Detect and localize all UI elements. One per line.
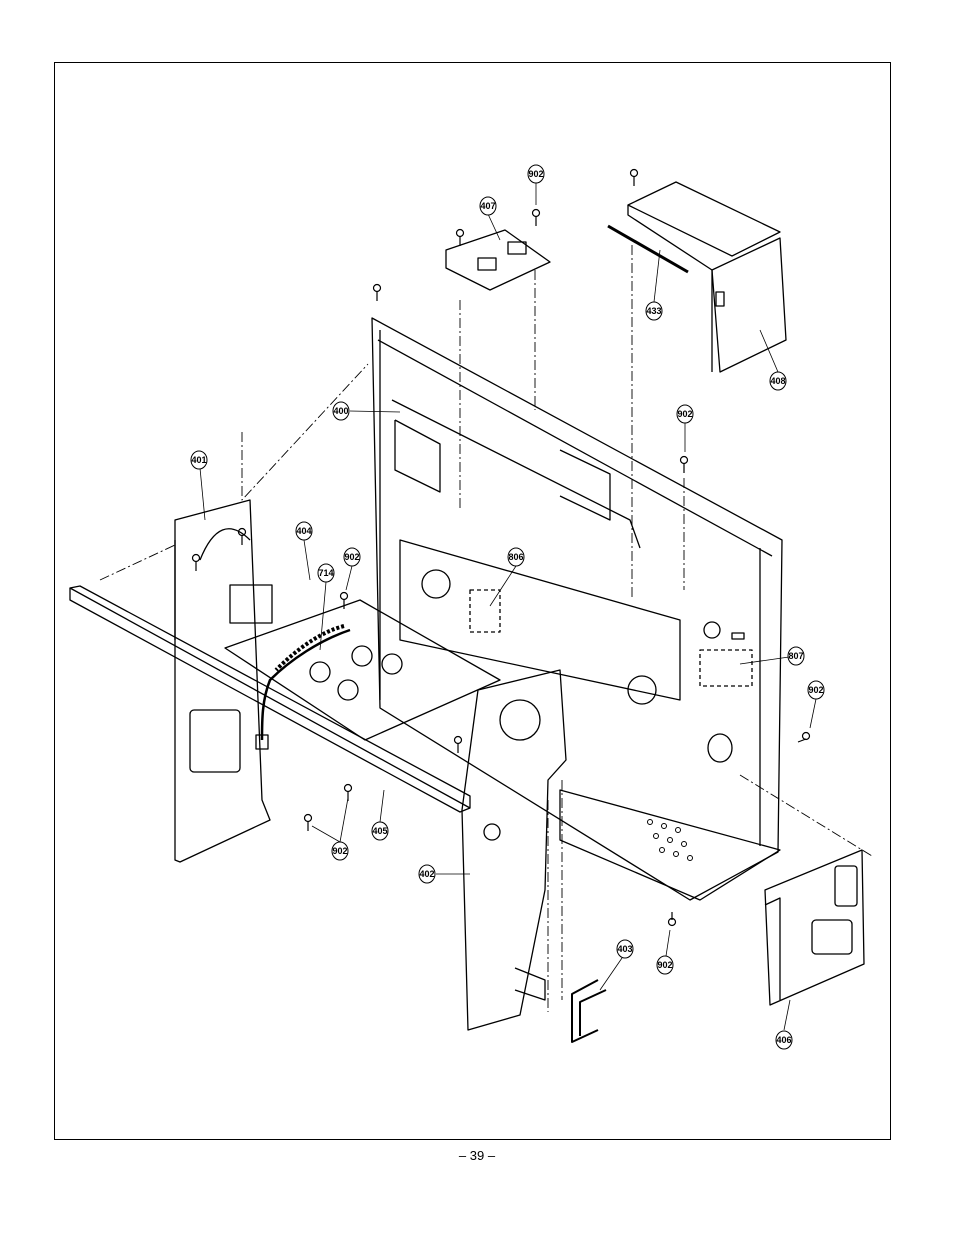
svg-text:806: 806 (508, 552, 523, 562)
callout-433: 433 (645, 301, 663, 321)
svg-text:714: 714 (318, 568, 333, 578)
callout-902-right-top: 902 (676, 404, 694, 424)
callout-902-bottom: 902 (656, 955, 674, 975)
svg-text:807: 807 (788, 651, 803, 661)
screws (191, 168, 811, 927)
callout-402: 402 (418, 864, 436, 884)
callout-807: 806 (507, 547, 525, 567)
svg-text:405: 405 (372, 826, 387, 836)
svg-text:902: 902 (528, 169, 543, 179)
wiring-harness (255, 624, 351, 750)
front-beam (69, 584, 501, 813)
callout-902-right: 902 (807, 680, 825, 700)
svg-text:400: 400 (333, 406, 348, 416)
callout-400: 400 (332, 401, 350, 421)
callout-404: 404 (295, 521, 313, 541)
right-front-panel (461, 669, 567, 1031)
callouts: 902 407 433 408 400 902 401 404 (190, 164, 825, 1050)
callout-405: 405 (371, 821, 389, 841)
svg-text:407: 407 (480, 201, 495, 211)
svg-text:902: 902 (657, 960, 672, 970)
right-side-panel (764, 849, 865, 1006)
callout-902-top: 902 (527, 164, 545, 184)
callout-403: 403 (616, 939, 634, 959)
svg-text:902: 902 (677, 409, 692, 419)
back-panel (371, 317, 783, 901)
svg-text:401: 401 (191, 455, 206, 465)
clip-part (571, 979, 607, 1043)
diagram-frame (54, 62, 891, 1140)
assembly-lines (99, 245, 873, 1012)
svg-text:402: 402 (419, 869, 434, 879)
callout-407: 407 (479, 196, 497, 216)
top-bracket (445, 229, 551, 291)
base-plate (559, 789, 781, 901)
svg-text:902: 902 (344, 552, 359, 562)
callout-902-center: 902 (343, 547, 361, 567)
callout-401: 401 (190, 450, 208, 470)
callout-406: 406 (775, 1030, 793, 1050)
svg-text:408: 408 (770, 376, 785, 386)
svg-text:406: 406 (776, 1035, 791, 1045)
svg-text:403: 403 (617, 944, 632, 954)
callout-806: 807 (787, 646, 805, 666)
callout-408: 408 (769, 371, 787, 391)
svg-text:902: 902 (808, 685, 823, 695)
callout-902-bottom-left: 902 (331, 841, 349, 861)
svg-text:433: 433 (646, 306, 661, 316)
page-number: – 39 – (458, 1148, 496, 1163)
callout-714: 714 (317, 563, 335, 583)
electrical-box (607, 181, 787, 373)
inner-partition (394, 419, 681, 701)
leader-lines (199, 182, 817, 1031)
svg-text:404: 404 (296, 526, 311, 536)
svg-text:902: 902 (332, 846, 347, 856)
